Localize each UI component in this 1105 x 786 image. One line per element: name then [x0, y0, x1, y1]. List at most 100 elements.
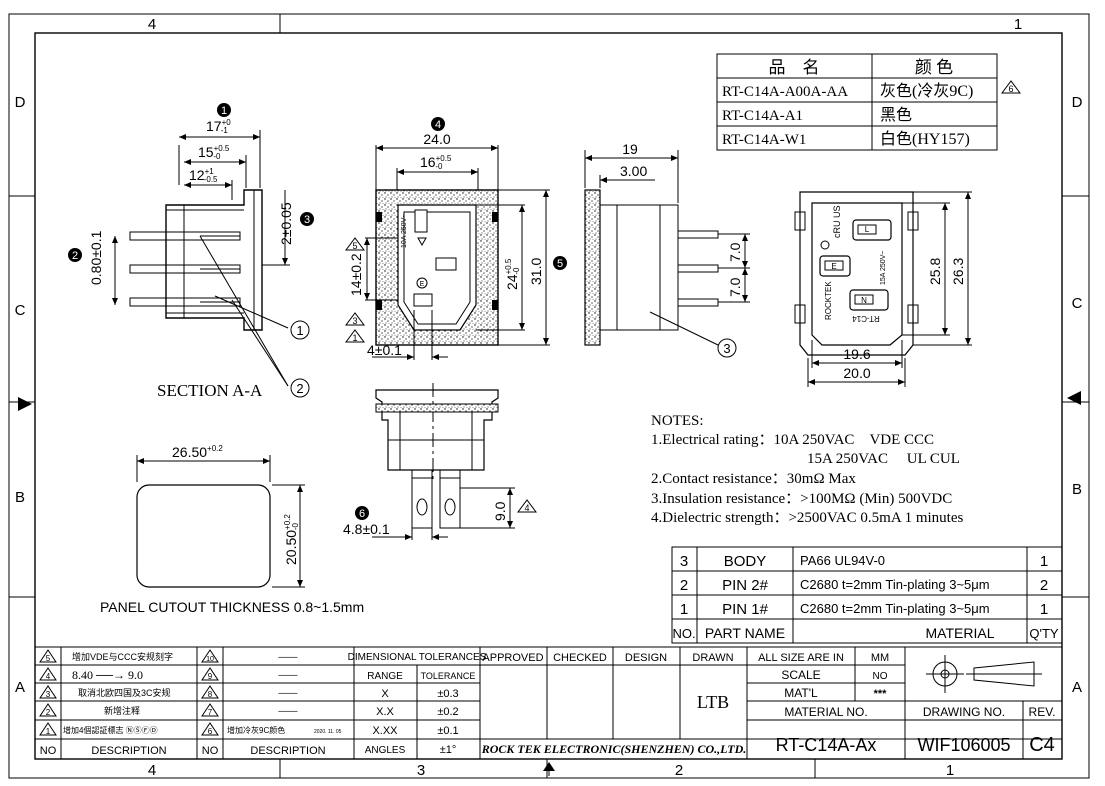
tol-head-tol: TOLERANCE	[421, 671, 476, 681]
tol-range: ANGLES	[365, 745, 406, 756]
dim-cutout-w: 26.50+0.2	[172, 444, 223, 460]
projection-symbol-icon	[926, 655, 1042, 693]
rev-col-desc: DESCRIPTION	[250, 745, 325, 757]
color-table-model: RT-C14A-A1	[722, 108, 803, 124]
tol-range: X.X	[376, 706, 394, 718]
section-callout-1: 1	[296, 323, 303, 338]
rev-desc: ───	[277, 706, 298, 716]
rev-row: 8 ───	[201, 685, 298, 699]
color-table-color: 白色(HY157)	[880, 130, 970, 148]
bottom-circle-6: 6	[359, 508, 365, 520]
side-callout-3: 3	[723, 341, 730, 356]
bom-no: 3	[680, 553, 688, 570]
zone-left-c: C	[15, 302, 26, 319]
tol-title: DIMENSIONAL TOLERANCES	[348, 652, 487, 663]
dim-24-tol: 24+0.5-0	[504, 258, 521, 290]
tri-1: 1	[352, 333, 357, 343]
rear-view: L E N RT-C14 ROCKTEK 15A 250V~ cRU US 25…	[794, 191, 972, 387]
tol-value: ±0.3	[437, 688, 458, 700]
bom-header-no: NO.	[672, 626, 695, 641]
side-view: 3 19 3.00 7.0 7.0	[584, 141, 750, 358]
bom-part: PIN 2#	[722, 577, 769, 594]
dim-24: 24.0	[423, 131, 450, 147]
zone-top-1: 1	[1014, 16, 1022, 33]
rev-col-no: NO	[40, 745, 57, 757]
rev-desc: 取消北欧四国及3C安规	[78, 687, 171, 698]
rear-label-e: E	[831, 262, 836, 271]
tb-scale-val: NO	[873, 671, 888, 682]
tol-range: X	[381, 688, 389, 700]
rev-row: 6 增加冷灰9C颜色 2020. 11. 05	[201, 722, 342, 736]
color-table-color: 灰色(冷灰9C)	[880, 82, 973, 100]
zone-bottom-1: 1	[946, 762, 954, 779]
front-letter-e: E	[420, 281, 425, 288]
rev-row: 10 ───	[201, 649, 298, 663]
center-mark-right	[1067, 391, 1081, 405]
tri-3: 3	[352, 316, 357, 326]
bom-part: PIN 1#	[722, 601, 769, 618]
rev-desc: 新增注释	[104, 705, 140, 716]
dim-90: 9.0	[492, 501, 508, 521]
bom-material: C2680 t=2mm Tin-plating 3~5μm	[800, 577, 990, 592]
revision-triangle-number: 6	[1008, 84, 1013, 94]
title-block: APPROVED CHECKED DESIGN DRAWN LTB ROCK T…	[480, 647, 1062, 759]
panel-cutout: 26.50+0.2 20.50+0.2-0 PANEL CUTOUT THICK…	[100, 444, 364, 615]
dim-70a: 7.0	[727, 242, 743, 262]
tb-material-no: MATERIAL NO.	[784, 705, 867, 719]
rev-desc: ───	[277, 688, 298, 698]
rev-no: 9	[208, 672, 213, 681]
bom-header-part: PART NAME	[705, 625, 785, 641]
tb-drawing-no: DRAWING NO.	[923, 705, 1005, 719]
rev-no: 10	[206, 656, 214, 663]
notes-line: 1.Electrical rating：10A 250VAC VDE CCC	[651, 432, 934, 448]
panel-cutout-caption: PANEL CUTOUT THICKNESS 0.8~1.5mm	[100, 599, 364, 615]
section-view: 1 3 2 1 2 17+0-1 15+0.5-0 12+1-0.5 2±0.0…	[68, 103, 314, 400]
rev-no: 3	[46, 690, 51, 699]
tri-4: 4	[524, 503, 529, 513]
tb-all-size: ALL SIZE ARE IN	[758, 652, 844, 664]
section-callout-2: 2	[296, 381, 303, 396]
dim-16: 16+0.5-0	[420, 154, 452, 171]
rear-label-rt: RT-C14	[852, 314, 880, 323]
tb-scale: SCALE	[781, 668, 820, 682]
dim-263: 26.3	[950, 258, 966, 285]
notes: NOTES: 1.Electrical rating：10A 250VAC VD…	[651, 413, 963, 526]
zone-right-c: C	[1072, 295, 1083, 312]
front-view: 4 E 10A 250V~	[345, 117, 567, 360]
color-table: 品 名 颜 色 RT-C14A-A00A-AA 灰色(冷灰9C) RT-C14A…	[716, 53, 1021, 151]
tol-value: ±1°	[440, 744, 457, 756]
zone-right-b: B	[1072, 481, 1082, 498]
rev-col-desc: DESCRIPTION	[91, 745, 166, 757]
tb-rev: REV.	[1029, 705, 1056, 719]
tb-company: ROCK TEK ELECTRONIC(SHENZHEN) CO.,LTD.	[481, 742, 746, 756]
center-mark-left	[18, 397, 32, 411]
zone-bottom-2: 2	[675, 762, 683, 779]
rear-label-n: N	[861, 296, 867, 305]
tri-5: 5	[352, 241, 357, 251]
bom-material: C2680 t=2mm Tin-plating 3~5μm	[800, 601, 990, 616]
rev-row: 7 ───	[201, 703, 298, 717]
rev-row: 9 ───	[201, 667, 298, 681]
dim-300: 3.00	[620, 163, 647, 179]
bom-no: 1	[680, 601, 688, 618]
notes-title: NOTES:	[651, 413, 704, 429]
center-mark-bottom	[543, 762, 555, 771]
rev-no: 4	[46, 672, 51, 681]
tb-rev-val: C4	[1029, 734, 1055, 756]
bom-table: 3 BODY PA66 UL94V-0 1 2 PIN 2# C2680 t=2…	[671, 546, 1063, 644]
dim-12: 12+1-0.5	[189, 167, 218, 184]
dim-200: 20.0	[843, 365, 870, 381]
section-circle-2: 2	[72, 250, 78, 262]
zone-right-d: D	[1072, 94, 1083, 111]
notes-line: 4.Dielectric strength：>2500VAC 0.5mA 1 m…	[651, 510, 963, 526]
rear-label-rocktek: ROCKTEK	[824, 281, 833, 320]
bom-qty: 1	[1040, 553, 1048, 570]
bottom-view: 6 4.8±0.1 9.0 4	[343, 383, 537, 540]
tol-head-range: RANGE	[367, 671, 403, 682]
dim-cutout-h: 20.50+0.2-0	[283, 514, 300, 565]
bom-header-qty: Q'TY	[1029, 626, 1059, 641]
rev-no: 5	[46, 654, 51, 663]
rev-desc: 增加4個認証標志 ⓃⓈⒻⒹ	[63, 725, 158, 735]
rev-desc: 增加冷灰9C颜色	[227, 725, 285, 735]
